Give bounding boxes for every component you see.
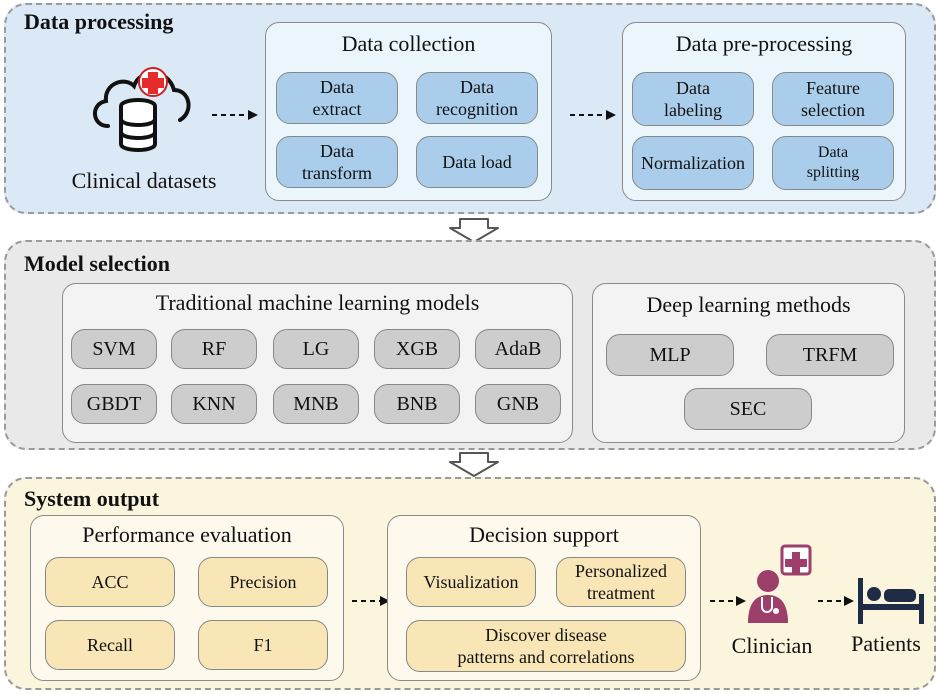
traditional-models-title: Traditional machine learning models	[155, 290, 480, 315]
model-chip-gnb: GNB	[475, 384, 561, 424]
data-transform-chip: Data transform	[276, 136, 398, 188]
dashed-arrow	[570, 110, 616, 120]
deep-learning-title: Deep learning methods	[646, 292, 851, 317]
model-chip-mnb: MNB	[273, 384, 359, 424]
data-extract-chip: Data extract	[276, 72, 398, 124]
discover-patterns-chip: Discover disease patterns and correlatio…	[406, 620, 686, 672]
data-recognition-chip: Data recognition	[416, 72, 538, 124]
hospital-bed-icon	[858, 578, 924, 624]
model-chip-trfm: TRFM	[766, 334, 894, 376]
patients-label: Patients	[851, 631, 921, 656]
data-collection-title: Data collection	[341, 31, 476, 56]
model-chip-lg: LG	[273, 329, 359, 369]
clinician-icon	[748, 544, 812, 623]
clinician-label: Clinician	[731, 633, 813, 658]
dashed-arrow	[352, 596, 390, 606]
down-arrow-icon	[449, 218, 499, 243]
model-chip-knn: KNN	[171, 384, 257, 424]
metric-chip-f1: F1	[198, 620, 328, 670]
data-splitting-chip: Data splitting	[772, 136, 894, 190]
decision-support-title: Decision support	[469, 522, 619, 547]
model-selection-title: Model selection	[24, 251, 171, 276]
normalization-chip: Normalization	[632, 136, 754, 190]
data-labeling-chip: Data labeling	[632, 72, 754, 126]
model-chip-rf: RF	[171, 329, 257, 369]
data-load-chip: Data load	[416, 136, 538, 188]
dashed-arrow	[710, 596, 746, 606]
model-chip-svm: SVM	[71, 329, 157, 369]
performance-evaluation-title: Performance evaluation	[82, 522, 292, 547]
metric-chip-precision: Precision	[198, 557, 328, 607]
metric-chip-acc: ACC	[45, 557, 175, 607]
personalized-treatment-chip: Personalized treatment	[556, 557, 686, 607]
metric-chip-recall: Recall	[45, 620, 175, 670]
model-chip-xgb: XGB	[374, 329, 460, 369]
model-chip-adab: AdaB	[475, 329, 561, 369]
cloud-database-icon	[93, 67, 191, 152]
visualization-chip: Visualization	[406, 557, 536, 607]
model-chip-sec: SEC	[684, 388, 812, 430]
model-chip-bnb: BNB	[374, 384, 460, 424]
dashed-arrow	[212, 110, 258, 120]
down-arrow-icon	[449, 452, 499, 477]
system-output-title: System output	[24, 486, 160, 511]
data-preprocessing-title: Data pre-processing	[675, 31, 853, 56]
clinical-datasets-label: Clinical datasets	[71, 168, 217, 193]
data-processing-title: Data processing	[24, 9, 174, 34]
dashed-arrow	[818, 596, 854, 606]
model-chip-gbdt: GBDT	[71, 384, 157, 424]
model-chip-mlp: MLP	[606, 334, 734, 376]
feature-selection-chip: Feature selection	[772, 72, 894, 126]
